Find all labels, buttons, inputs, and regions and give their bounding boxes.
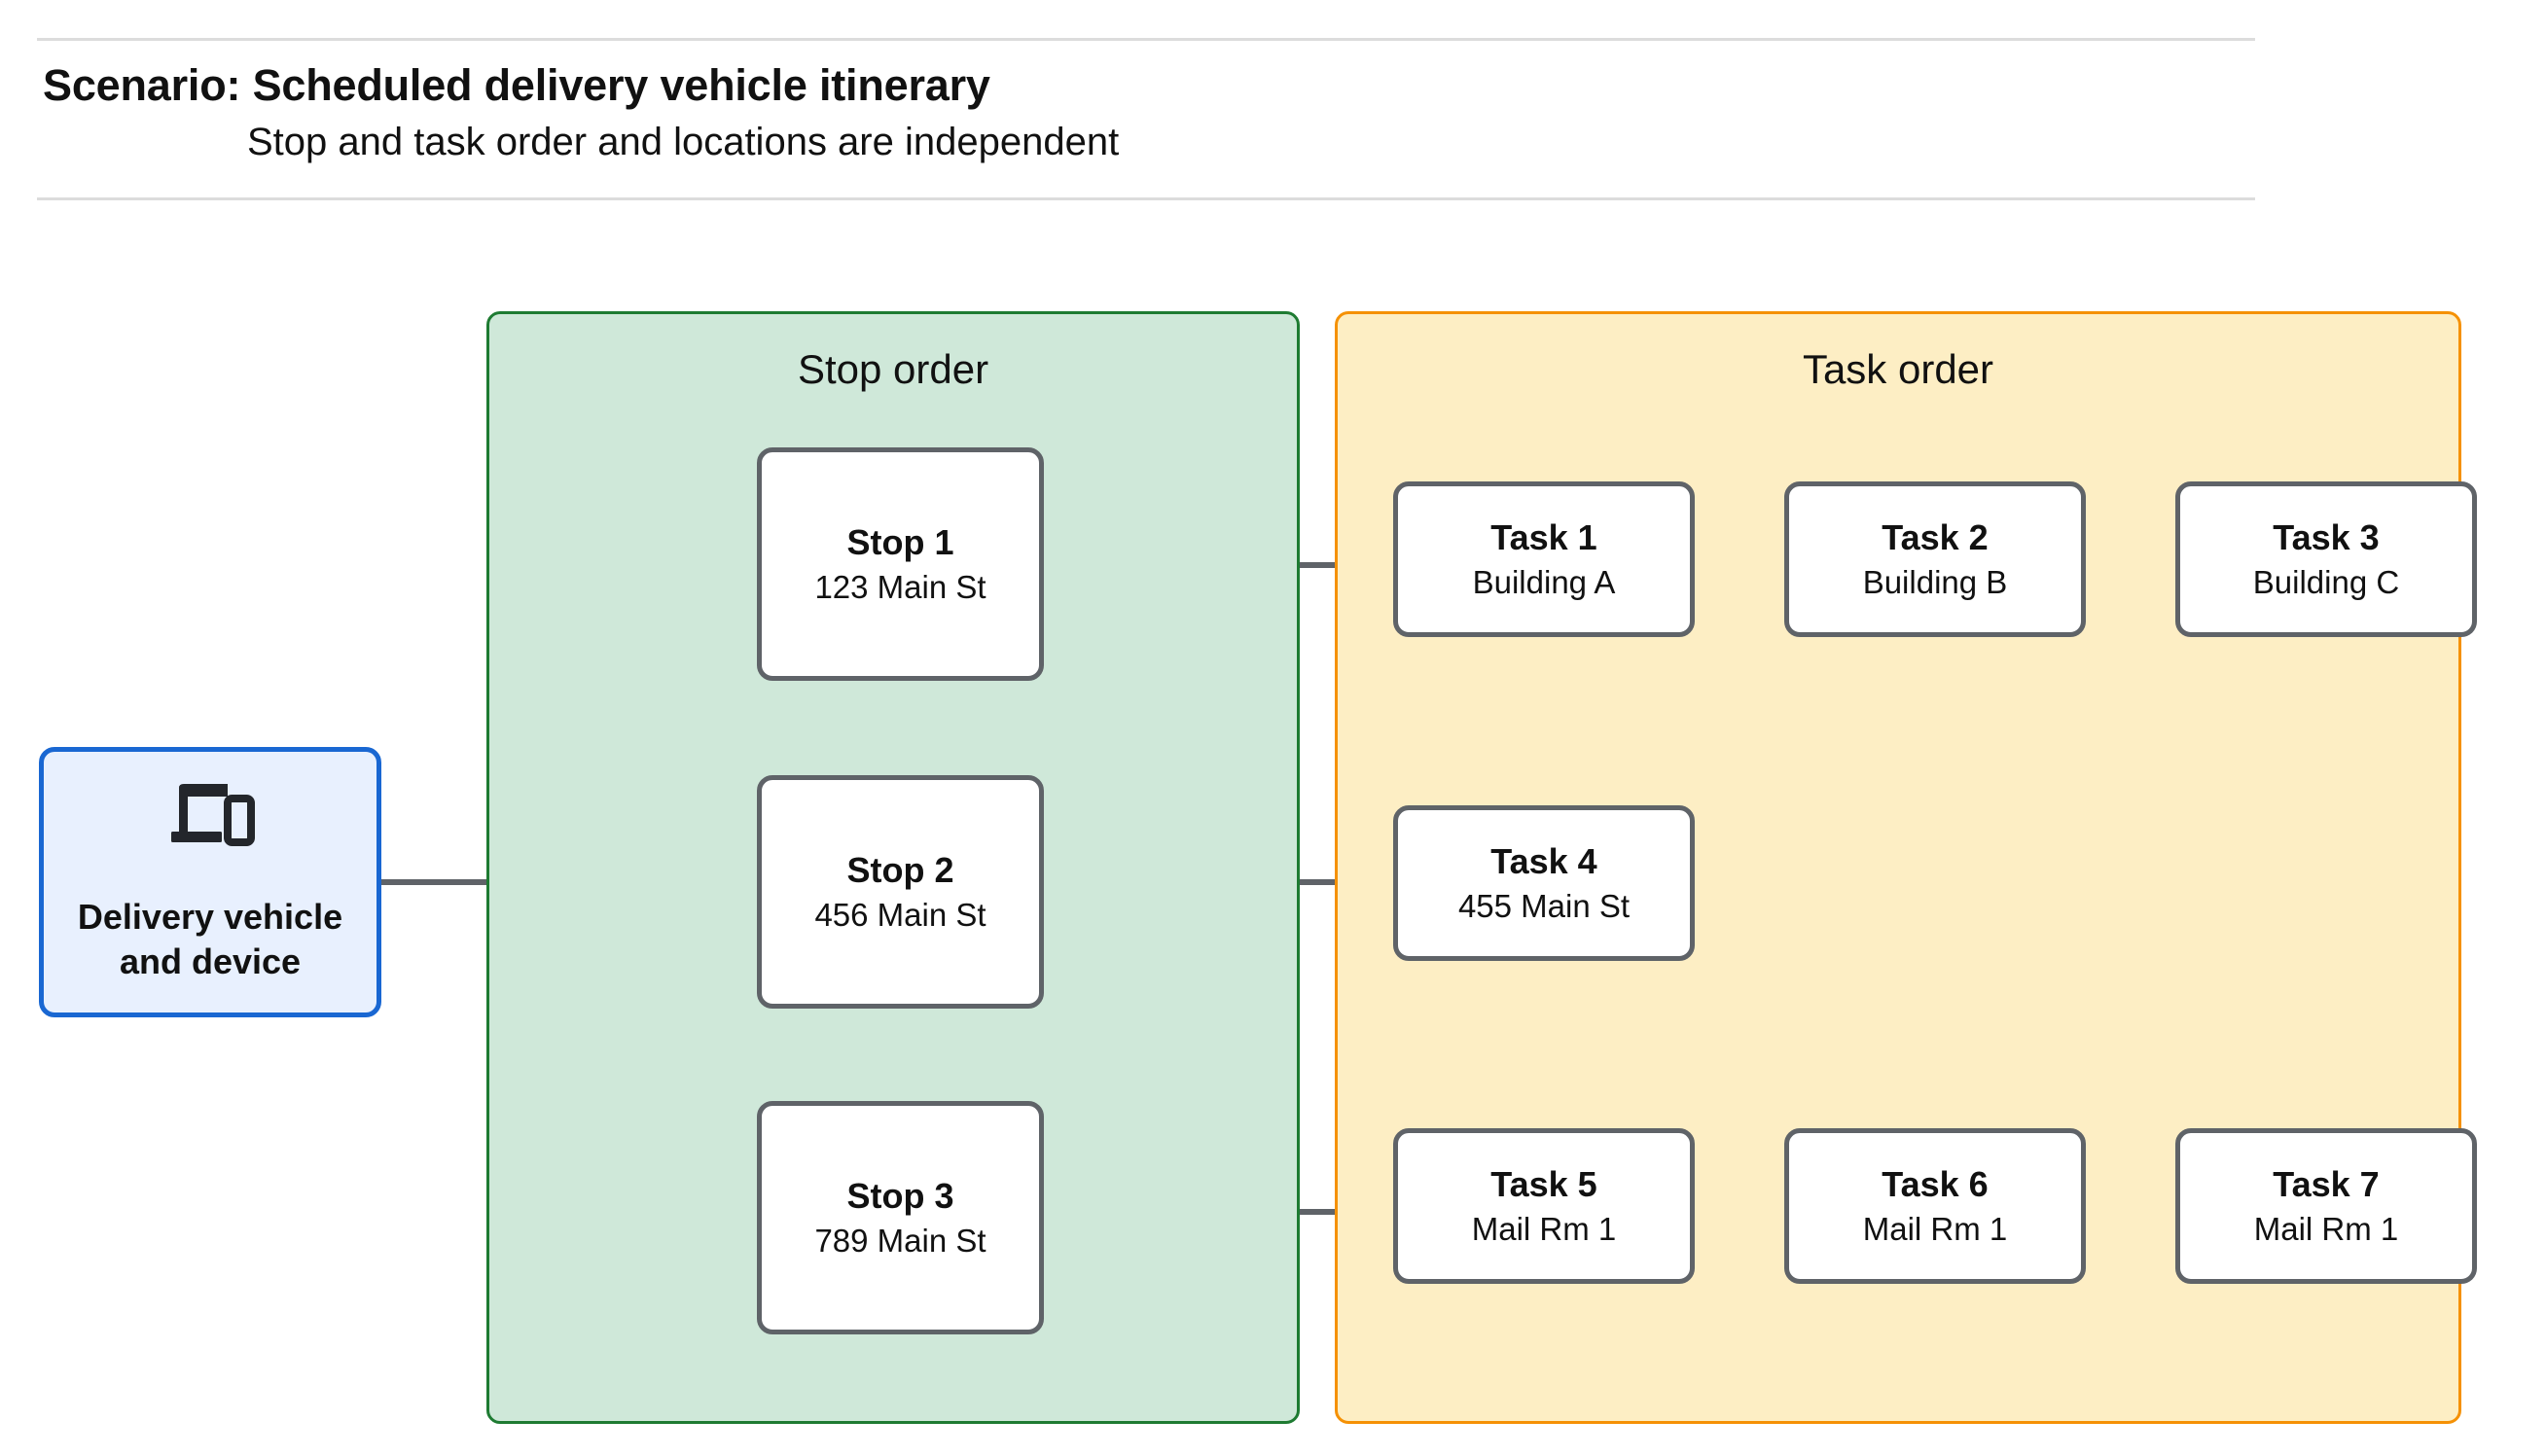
header-divider-bottom (37, 197, 2255, 200)
task-location: Building A (1472, 563, 1616, 600)
task-node-6[interactable]: Task 6 Mail Rm 1 (1784, 1128, 2086, 1284)
stop-address: 456 Main St (814, 896, 986, 933)
task-location: Mail Rm 1 (2253, 1210, 2399, 1247)
task-location: Building C (2252, 563, 2400, 600)
stop-title: Stop 3 (846, 1175, 954, 1216)
stop-order-panel-title: Stop order (797, 346, 989, 392)
header-divider-top (37, 38, 2255, 41)
stop-node-2[interactable]: Stop 2 456 Main St (757, 775, 1044, 1009)
task-location: Mail Rm 1 (1471, 1210, 1617, 1247)
devices-icon (171, 783, 255, 846)
task-location: 455 Main St (1457, 887, 1631, 924)
stop-address: 789 Main St (814, 1222, 986, 1259)
page-subtitle: Stop and task order and locations are in… (247, 121, 1120, 163)
stop-title: Stop 1 (846, 521, 954, 562)
task-title: Task 2 (1882, 516, 1989, 557)
task-node-1[interactable]: Task 1 Building A (1393, 481, 1695, 637)
page-title: Scenario: Scheduled delivery vehicle iti… (43, 60, 990, 110)
task-node-7[interactable]: Task 7 Mail Rm 1 (2175, 1128, 2477, 1284)
task-node-4[interactable]: Task 4 455 Main St (1393, 805, 1695, 961)
task-node-2[interactable]: Task 2 Building B (1784, 481, 2086, 637)
task-location: Building B (1862, 563, 2008, 600)
task-title: Task 5 (1490, 1163, 1597, 1204)
delivery-vehicle-label: Delivery vehicle and device (78, 895, 342, 984)
task-node-5[interactable]: Task 5 Mail Rm 1 (1393, 1128, 1695, 1284)
task-title: Task 3 (2273, 516, 2380, 557)
task-order-panel-title: Task order (1802, 346, 1994, 392)
stop-address: 123 Main St (814, 568, 986, 605)
stop-node-1[interactable]: Stop 1 123 Main St (757, 447, 1044, 681)
task-node-3[interactable]: Task 3 Building C (2175, 481, 2477, 637)
vehicle-label-line-1: Delivery vehicle (77, 896, 343, 937)
stop-node-3[interactable]: Stop 3 789 Main St (757, 1101, 1044, 1334)
task-title: Task 7 (2273, 1163, 2380, 1204)
vehicle-label-line-2: and device (119, 941, 302, 981)
stop-title: Stop 2 (846, 849, 954, 890)
task-location: Mail Rm 1 (1862, 1210, 2008, 1247)
task-title: Task 6 (1882, 1163, 1989, 1204)
delivery-vehicle-node[interactable]: Delivery vehicle and device (39, 747, 381, 1017)
task-title: Task 4 (1490, 840, 1597, 881)
task-title: Task 1 (1490, 516, 1597, 557)
